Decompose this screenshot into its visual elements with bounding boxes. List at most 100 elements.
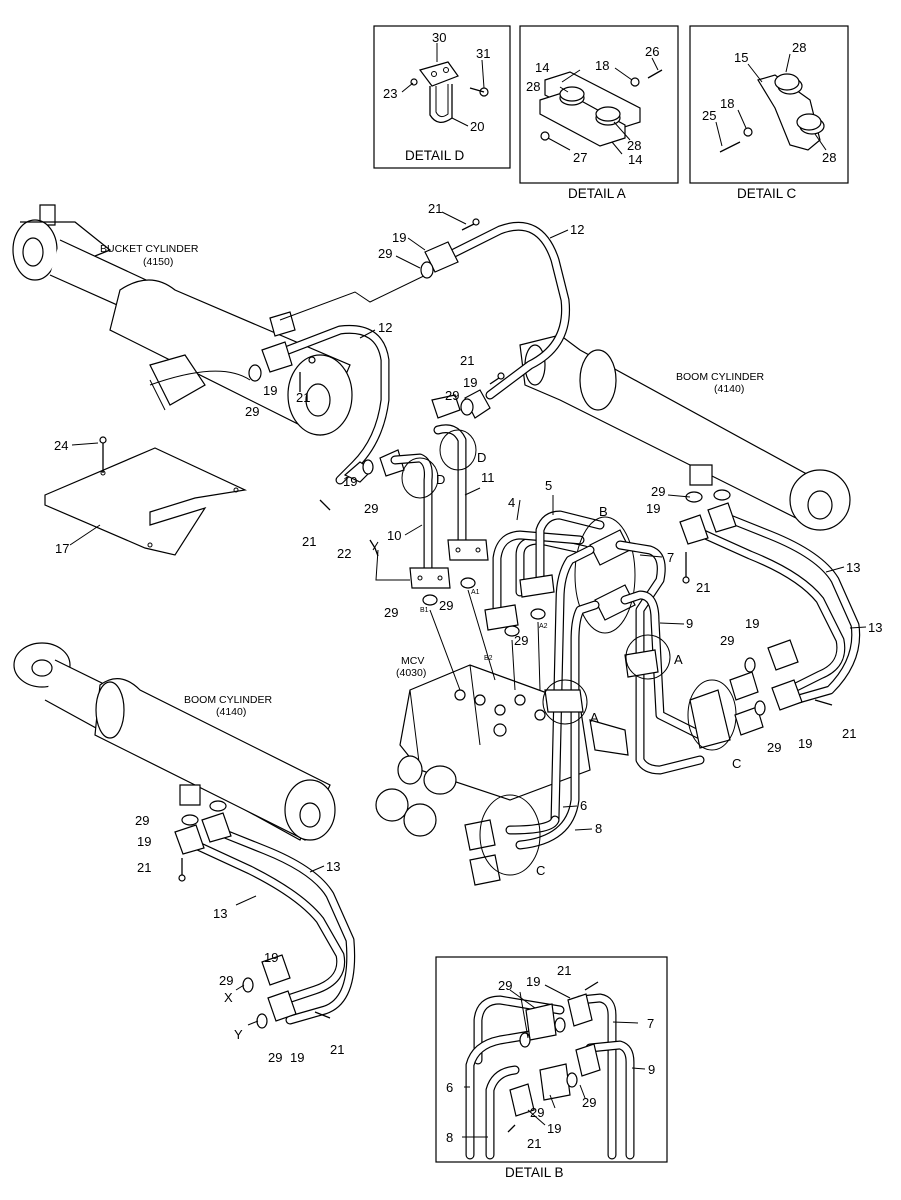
part-19-label: 19 — [745, 616, 759, 631]
part-13-label: 13 — [213, 906, 227, 921]
part-8-label: 8 — [595, 821, 602, 836]
part-21-label: 21 — [302, 534, 316, 549]
part-20-label: 20 — [470, 119, 484, 134]
callout-c-label: C — [536, 863, 545, 878]
detail-a-panel: 14 18 26 28 28 27 14 DETAIL A — [519, 25, 679, 201]
part-19-label: 19 — [463, 375, 477, 390]
part-14-label: 14 — [628, 152, 642, 167]
part-9-label: 9 — [686, 616, 693, 631]
pipes-4-9-group: 4 5 B 7 9 A A C 6 8 C — [464, 478, 764, 886]
boom-cylinder-upper-drawing: BOOM CYLINDER (4140) — [519, 334, 851, 531]
part-19-label: 19 — [264, 950, 278, 965]
part-19-label: 19 — [547, 1121, 561, 1136]
part-5-label: 5 — [545, 478, 552, 493]
part-29-label: 29 — [651, 484, 665, 499]
part-29-label: 29 — [268, 1050, 282, 1065]
part-19-label: 19 — [646, 501, 660, 516]
part-24-label: 24 — [54, 438, 68, 453]
part-23-label: 23 — [383, 86, 397, 101]
port-x-label: X — [224, 990, 233, 1005]
part-27-label: 27 — [573, 150, 587, 165]
bucket-cylinder-drawing: BUCKET CYLINDER (4150) — [12, 204, 433, 436]
part-21-label: 21 — [428, 201, 442, 216]
part-22-label: 22 — [337, 546, 351, 561]
pipe-13-upper-right: 29 19 21 13 13 29 19 29 19 21 — [646, 484, 882, 755]
part-14-label: 14 — [535, 60, 549, 75]
part-8-label: 8 — [446, 1130, 453, 1145]
boom-cylinder-lower-drawing: BOOM CYLINDER (4140) — [13, 642, 336, 841]
part-29-label: 29 — [530, 1105, 544, 1120]
part-28-label: 28 — [526, 79, 540, 94]
callout-b-label: B — [599, 504, 608, 519]
part-31-label: 31 — [476, 46, 490, 61]
mcv-valve-block: MCV (4030) B1 A1 B2 A2 29 29 29 — [375, 577, 629, 837]
part-21-label: 21 — [557, 963, 571, 978]
part-11-label: 11 — [481, 470, 495, 485]
part-21-label: 21 — [137, 860, 151, 875]
part-12-label: 12 — [570, 222, 584, 237]
part-18-label: 18 — [720, 96, 734, 111]
part-13-label: 13 — [846, 560, 860, 575]
pipe-12-lower: 12 19 29 21 — [245, 320, 392, 485]
part-29-label: 29 — [364, 501, 378, 516]
mcv-code: (4030) — [396, 667, 426, 679]
part-19-label: 19 — [137, 834, 151, 849]
part-29-label: 29 — [219, 973, 233, 988]
port-a1-label: A1 — [471, 589, 480, 596]
part-19-label: 19 — [263, 383, 277, 398]
detail-b-caption: DETAIL B — [505, 1165, 564, 1180]
boom-cylinder-label: BOOM CYLINDER — [676, 371, 765, 383]
part-10-label: 10 — [387, 528, 401, 543]
part-12-label: 12 — [378, 320, 392, 335]
part-21-label: 21 — [696, 580, 710, 595]
part-21-label: 21 — [296, 390, 310, 405]
part-4-label: 4 — [508, 495, 515, 510]
part-19-label: 19 — [526, 974, 540, 989]
callout-d-label: D — [477, 450, 486, 465]
callout-d-label: D — [436, 472, 445, 487]
part-29-label: 29 — [498, 978, 512, 993]
part-21-label: 21 — [460, 353, 474, 368]
part-29-label: 29 — [767, 740, 781, 755]
port-b2-label: B2 — [484, 655, 493, 662]
detail-a-caption: DETAIL A — [568, 186, 626, 201]
part-30-label: 30 — [432, 30, 446, 45]
part-21-label: 21 — [330, 1042, 344, 1057]
part-7-label: 7 — [667, 550, 674, 565]
mcv-label: MCV — [401, 655, 424, 667]
part-29-label: 29 — [245, 404, 259, 419]
part-18-label: 18 — [595, 58, 609, 73]
pipe-13-lower-left: 29 19 21 13 13 19 29 X Y 29 19 21 — [135, 800, 356, 1065]
detail-c-panel: 15 28 18 25 28 DETAIL C — [689, 25, 849, 201]
part-21-label: 21 — [842, 726, 856, 741]
detail-b-panel: 29 19 21 7 9 6 8 29 29 19 21 DETAIL B — [435, 956, 668, 1180]
part-21-label: 21 — [527, 1136, 541, 1151]
part-29-label: 29 — [135, 813, 149, 828]
part-29-label: 29 — [445, 388, 459, 403]
part-28-label: 28 — [792, 40, 806, 55]
bucket-cylinder-code: (4150) — [143, 256, 173, 268]
cover-plate-17: 24 17 — [44, 436, 248, 556]
part-19-label: 19 — [343, 474, 357, 489]
part-19-label: 19 — [290, 1050, 304, 1065]
detail-c-caption: DETAIL C — [737, 186, 797, 201]
part-7-label: 7 — [647, 1016, 654, 1031]
part-29-label: 29 — [439, 598, 453, 613]
part-28-label: 28 — [627, 138, 641, 153]
boom-cylinder-lower-code: (4140) — [216, 706, 246, 718]
part-17-label: 17 — [55, 541, 69, 556]
port-b1-label: B1 — [420, 607, 429, 614]
part-29-label: 29 — [582, 1095, 596, 1110]
part-6-label: 6 — [580, 798, 587, 813]
callout-a-label: A — [590, 710, 599, 725]
port-a2-label: A2 — [539, 623, 548, 630]
part-29-label: 29 — [720, 633, 734, 648]
bucket-cylinder-label: BUCKET CYLINDER — [100, 243, 199, 255]
part-9-label: 9 — [648, 1062, 655, 1077]
part-19-label: 19 — [392, 230, 406, 245]
part-19-label: 19 — [798, 736, 812, 751]
part-26-label: 26 — [645, 44, 659, 59]
part-13-label: 13 — [868, 620, 882, 635]
part-25-label: 25 — [702, 108, 716, 123]
